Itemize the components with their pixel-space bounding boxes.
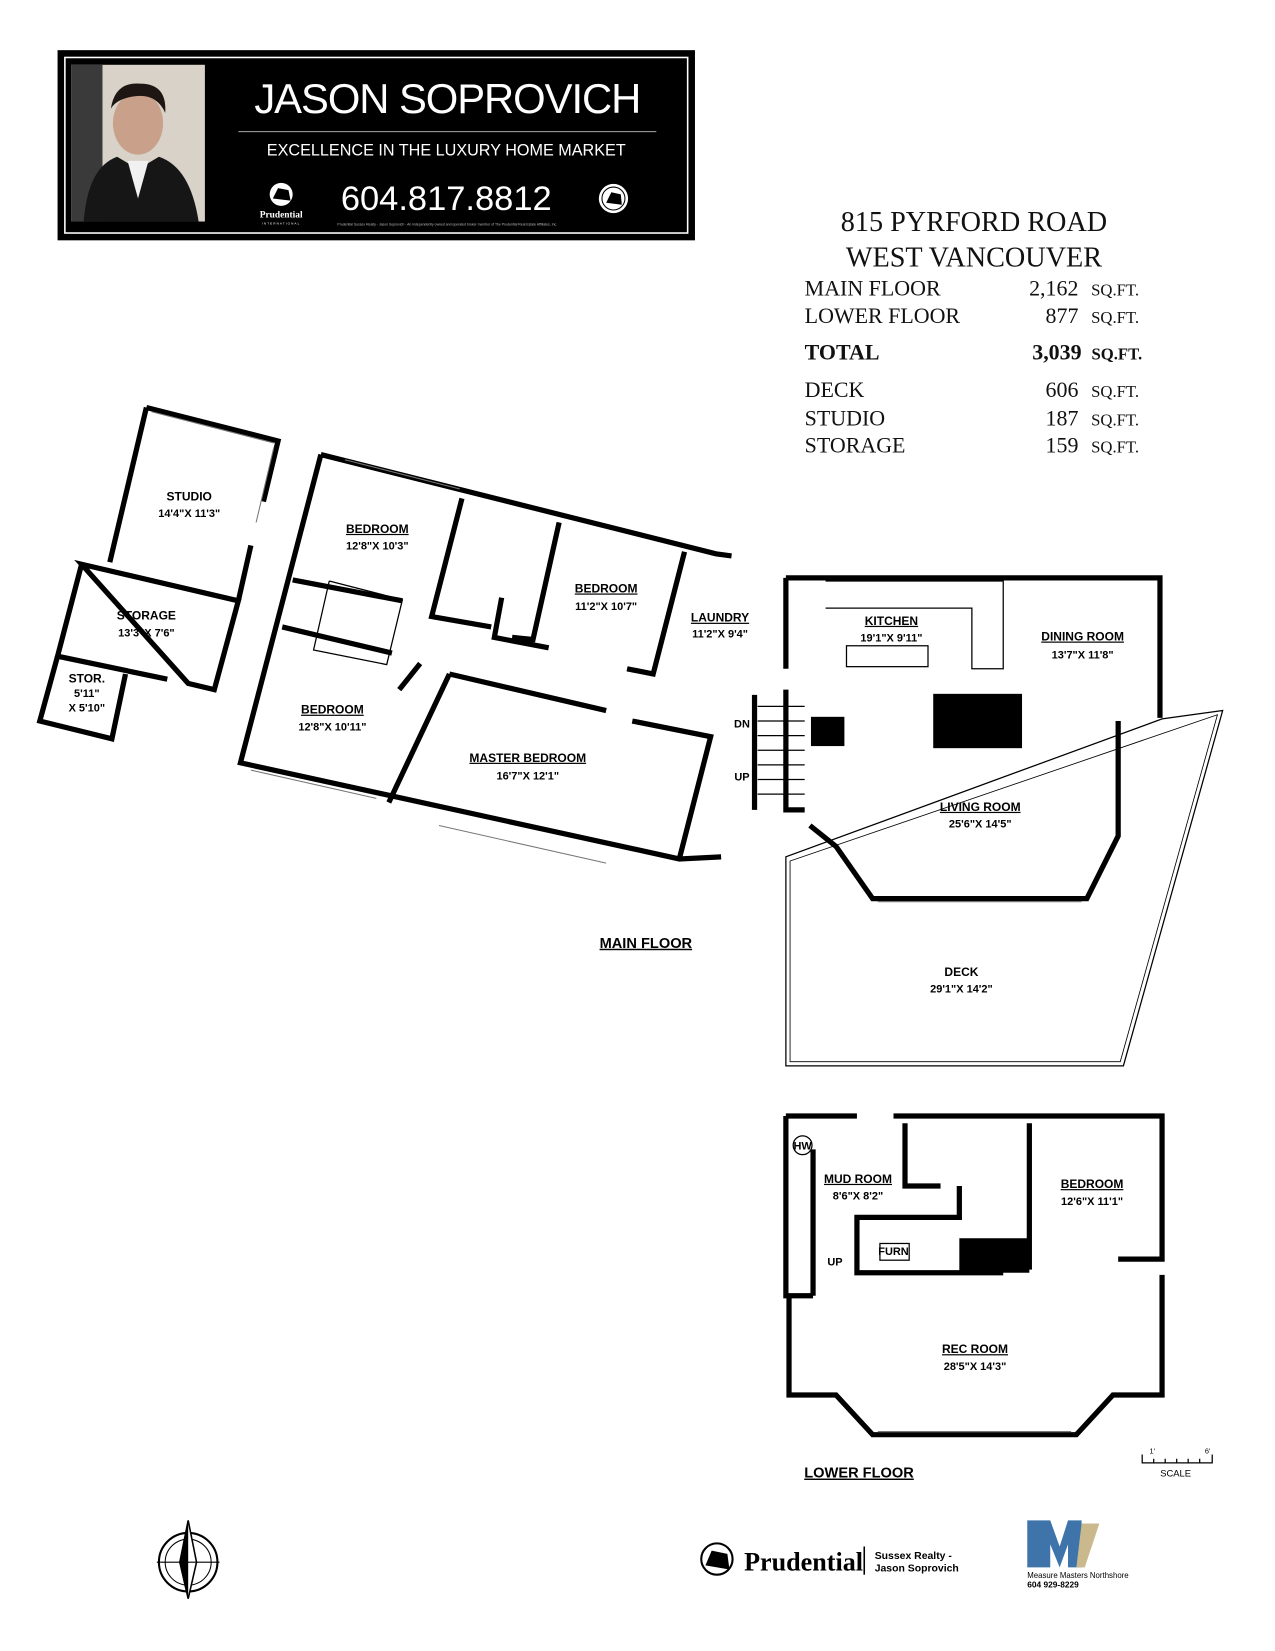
room-dims: 29'1"X 14'2"	[930, 984, 993, 996]
room-dims: 14'4"X 11'3"	[158, 508, 220, 520]
extra-unit: SQ.FT.	[1091, 437, 1139, 456]
room-label: BEDROOM	[575, 581, 638, 595]
area-label: LOWER FLOOR	[805, 303, 961, 328]
property-address: 815 PYRFORD ROAD	[841, 207, 1107, 238]
room-dims: 12'8"X 10'11"	[298, 721, 366, 733]
extra-label: DECK	[805, 377, 865, 402]
footer-brand: Prudential	[744, 1548, 863, 1577]
room-dims: 16'7"X 12'1"	[496, 771, 559, 783]
agent-photo	[71, 64, 205, 222]
footer-agent: Jason Soprovich	[875, 1564, 959, 1575]
measure-masters-logo: Measure Masters Northshore 604 929-8229	[1027, 1520, 1129, 1589]
measurer-phone: 604 929-8229	[1027, 1579, 1079, 1589]
area-unit: SQ.FT.	[1091, 281, 1139, 300]
total-value: 3,039	[1032, 339, 1081, 364]
room-label: KITCHEN	[865, 614, 918, 628]
extra-unit: SQ.FT.	[1091, 410, 1139, 429]
stairs-up-label: UP	[734, 772, 749, 784]
lower-floor-plan: HW FURN UP MUD ROOM 8'6"X 8'2" BEDROOM 1…	[783, 1113, 1165, 1482]
room-label: DECK	[944, 965, 978, 979]
deck-outline	[785, 709, 1224, 1067]
stairs-down-label: DN	[734, 718, 750, 730]
room-label: MUD ROOM	[824, 1172, 892, 1186]
area-unit: SQ.FT.	[1091, 308, 1139, 327]
agent-name: JASON SOPROVICH	[254, 75, 640, 122]
extra-value: 606	[1046, 377, 1079, 402]
furnace-label: FURN	[878, 1246, 909, 1258]
prudential-rock-icon	[269, 182, 293, 206]
room-label: STORAGE	[117, 609, 176, 623]
room-label: MASTER BEDROOM	[469, 751, 586, 765]
room-dims: 19'1"X 9'11"	[860, 633, 922, 645]
room-dims: 8'6"X 8'2"	[833, 1191, 883, 1203]
room-dims: 13'3"X 7'6"	[118, 627, 174, 639]
footer-office: Sussex Realty -	[875, 1551, 953, 1562]
total-label: TOTAL	[805, 339, 880, 364]
extra-label: STUDIO	[805, 405, 885, 430]
lower-floor-title: LOWER FLOOR	[804, 1466, 914, 1482]
area-value: 2,162	[1029, 276, 1078, 301]
extra-value: 159	[1046, 432, 1079, 457]
room-label: STOR.	[69, 671, 105, 685]
room-dims: 5'11"	[74, 688, 100, 700]
extra-label: STORAGE	[805, 432, 906, 457]
room-label: LAUNDRY	[691, 611, 749, 625]
room-label: STUDIO	[167, 490, 212, 504]
property-city: WEST VANCOUVER	[846, 242, 1102, 273]
room-label: BEDROOM	[1061, 1177, 1124, 1191]
banner-logo-subtext: INTERNATIONAL	[262, 222, 300, 226]
area-value: 877	[1046, 303, 1079, 328]
prudential-footer-logo: Prudential Sussex Realty - Jason Soprovi…	[700, 1542, 959, 1577]
stairs	[757, 705, 805, 795]
hot-water-label: HW	[793, 1140, 812, 1152]
main-floor-plan: STUDIO 14'4"X 11'3" STORAGE 13'3"X 7'6" …	[36, 404, 1224, 1067]
room-dims: 25'6"X 14'5"	[949, 819, 1012, 831]
north-arrow-compass-icon	[156, 1520, 220, 1599]
presidents-circle-seal-icon	[598, 183, 629, 214]
room-dims: 12'8"X 10'3"	[346, 541, 409, 553]
room-dims: 12'6"X 11'1"	[1061, 1196, 1123, 1208]
stairs-up-label: UP	[827, 1256, 842, 1268]
room-dims: 28'5"X 14'3"	[944, 1361, 1007, 1373]
banner-logo-text: Prudential	[260, 210, 303, 220]
room-label: BEDROOM	[346, 522, 409, 536]
room-label: DINING ROOM	[1041, 630, 1124, 644]
room-dims: 13'7"X 11'8"	[1052, 649, 1114, 661]
prudential-rock-icon	[700, 1542, 734, 1576]
measurer-name: Measure Masters Northshore	[1027, 1571, 1128, 1580]
room-label: LIVING ROOM	[940, 800, 1021, 814]
agent-tagline: EXCELLENCE IN THE LUXURY HOME MARKET	[267, 142, 626, 160]
room-dims: 11'2"X 9'4"	[692, 628, 748, 640]
room-dims: X 5'10"	[69, 703, 105, 715]
agent-banner: JASON SOPROVICH EXCELLENCE IN THE LUXURY…	[57, 50, 695, 241]
area-label: MAIN FLOOR	[805, 276, 941, 301]
scale-end: 6'	[1205, 1447, 1211, 1456]
scale-start: 1'	[1150, 1447, 1156, 1456]
room-label: BEDROOM	[301, 703, 364, 717]
main-floor-title: MAIN FLOOR	[600, 936, 693, 952]
banner-disclaimer: Prudential Sussex Realty - Jason Soprovi…	[337, 223, 557, 227]
extra-unit: SQ.FT.	[1091, 382, 1139, 401]
scale-bar: 1' 6' SCALE	[1141, 1447, 1213, 1478]
agent-phone[interactable]: 604.817.8812	[341, 180, 552, 218]
scale-label: SCALE	[1160, 1467, 1191, 1478]
room-dims: 11'2"X 10'7"	[575, 601, 637, 613]
property-summary: 815 PYRFORD ROAD WEST VANCOUVER MAIN FLO…	[805, 207, 1143, 458]
total-unit: SQ.FT.	[1091, 344, 1142, 363]
extra-value: 187	[1046, 405, 1079, 430]
room-label: REC ROOM	[942, 1342, 1008, 1356]
